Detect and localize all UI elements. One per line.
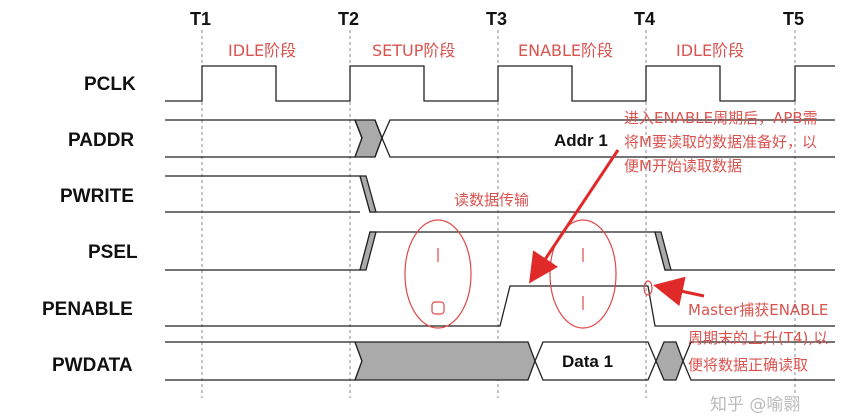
signal-paddr: PADDR [68, 130, 134, 151]
t1-label: T1 [190, 9, 211, 29]
pwdata-value: Data 1 [562, 352, 613, 371]
annotation-master-line3: 便将数据正确读取 [688, 356, 808, 374]
annotation-enable-line3: 便M开始读取数据 [624, 157, 742, 175]
signal-psel: PSEL [88, 242, 138, 263]
t2-label: T2 [338, 9, 359, 29]
t5-label: T5 [783, 9, 804, 29]
pwrite-waveform [165, 175, 835, 213]
signal-pclk: PCLK [84, 74, 136, 95]
highlight-ovals [404, 219, 653, 329]
phase-idle-1: IDLE阶段 [228, 41, 296, 60]
annotation-master-line1: Master捕获ENABLE [688, 301, 828, 319]
annotation-master-line2: 周期末的上升(T4),以 [688, 329, 828, 347]
annotation-enable-line2: 将M要读取的数据准备好，以 [624, 133, 817, 151]
psel-waveform [165, 231, 835, 271]
signal-penable: PENABLE [42, 299, 133, 320]
signal-pwrite: PWRITE [60, 186, 134, 207]
phase-setup: SETUP阶段 [372, 41, 455, 60]
pwdata-waveform [165, 341, 835, 381]
phase-idle-2: IDLE阶段 [676, 41, 744, 60]
signal-pwdata: PWDATA [52, 355, 133, 376]
annotation-arrows [529, 149, 705, 307]
pclk-waveform [165, 65, 835, 102]
annotation-read-transfer: 读数据传输 [454, 191, 529, 209]
t3-label: T3 [486, 9, 507, 29]
paddr-waveform [165, 119, 835, 158]
t4-label: T4 [634, 9, 655, 29]
paddr-value: Addr 1 [554, 131, 608, 150]
penable-waveform [165, 285, 835, 327]
watermark: 知乎 @喻翾 [710, 395, 800, 415]
phase-enable: ENABLE阶段 [518, 41, 613, 60]
annotation-enable-line1: 进入ENABLE周期后，APB需 [624, 109, 818, 127]
